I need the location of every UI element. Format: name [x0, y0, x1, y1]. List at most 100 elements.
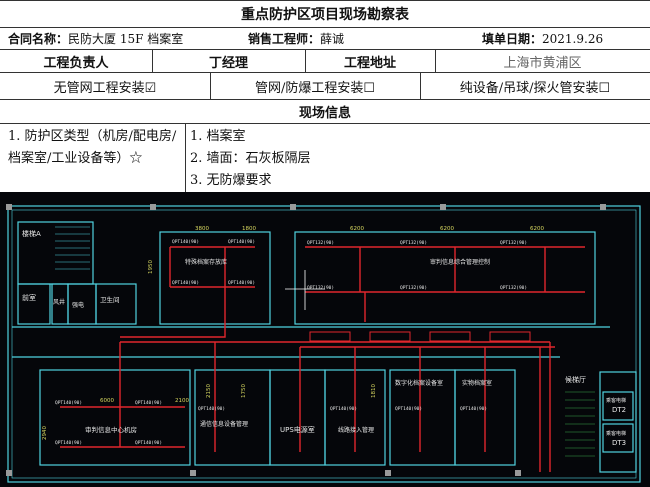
divider	[185, 124, 186, 192]
engineer-label: 销售工程师：	[248, 32, 321, 46]
cursor-crosshair	[285, 270, 325, 310]
manager-row: 工程负责人 丁经理 工程地址 上海市黄浦区	[0, 49, 650, 72]
gas-units	[309, 331, 531, 342]
ups-wall	[269, 369, 326, 466]
manager-label: 工程负责人	[43, 55, 109, 71]
date-value: 2021.9.26	[542, 31, 604, 46]
dimension: 2100	[175, 398, 189, 404]
unit-labels: QPT140(90) QPT140(90) QPT140(90) QPT140(…	[55, 239, 527, 446]
room-label: 风井	[53, 298, 65, 306]
divider	[435, 50, 436, 72]
unit-label: QPT140(90)	[460, 406, 487, 412]
inner-wall	[11, 209, 637, 479]
survey-table: 重点防护区项目现场勘察表 合同名称：民防大厦 15F 档案室 销售工程师：薛诚 …	[0, 0, 650, 193]
column	[150, 204, 156, 210]
dimension: 6200	[350, 226, 364, 232]
unit-label: QPT140(90)	[228, 280, 255, 286]
divider	[210, 73, 211, 99]
stair-steps	[55, 226, 90, 270]
lift-car	[602, 391, 634, 421]
dimension: 6200	[530, 226, 544, 232]
install-option-equipment[interactable]: 纯设备/吊球/探火管安装☐	[459, 80, 611, 96]
unit-label: QPT140(90)	[228, 239, 255, 245]
plan-text: 楼梯A 前室 风井 强电 卫生间 特殊档案存放库 审判信息综合管理控制 审判信息…	[22, 229, 626, 447]
contract-label: 合同名称：	[8, 32, 69, 46]
column	[600, 204, 606, 210]
wc-wall	[95, 283, 137, 325]
room-label: 前室	[22, 293, 36, 302]
contract-field: 合同名称：民防大厦 15F 档案室	[8, 28, 248, 49]
unit-label: QPT132(90)	[307, 285, 334, 291]
dimension: 1810	[371, 384, 377, 398]
room-label: 审判信息中心机房	[85, 425, 137, 434]
contract-row: 合同名称：民防大厦 15F 档案室 销售工程师：薛诚 填单日期：2021.9.2…	[0, 27, 650, 49]
pipe	[120, 322, 226, 338]
column	[385, 470, 391, 476]
contract-value: 民防大厦 15F 档案室	[68, 32, 184, 46]
gas-unit	[309, 331, 351, 342]
unit-label: QPT140(90)	[330, 406, 357, 412]
info-answers: 1. 档案室 2. 墙面：石灰板隔层 3. 无防爆要求	[190, 126, 640, 192]
net-wall	[294, 231, 596, 325]
install-option-pipe[interactable]: 管网/防爆工程安装☐	[254, 80, 376, 96]
unit-label: QPT132(90)	[307, 240, 334, 246]
date-label: 填单日期：	[482, 32, 543, 46]
install-option-pipeless[interactable]: 无管网工程安装☑	[53, 80, 157, 96]
divider	[420, 73, 421, 99]
unit-label: QPT140(90)	[55, 400, 82, 406]
column	[290, 204, 296, 210]
column	[6, 204, 12, 210]
title-row: 重点防护区项目现场勘察表	[0, 0, 650, 27]
sink-wall	[17, 283, 51, 325]
room-label: 候梯厅	[565, 375, 586, 384]
walls	[7, 205, 641, 483]
dimension: 1750	[241, 384, 247, 398]
room-label: 乘客电梯	[606, 397, 626, 404]
dimension: 3800	[195, 226, 209, 232]
dimension: 1950	[148, 260, 154, 274]
address-value: 上海市黄浦区	[503, 55, 582, 71]
column	[6, 470, 12, 476]
floor-plan: 楼梯A 前室 风井 强电 卫生间 特殊档案存放库 审判信息综合管理控制 审判信息…	[0, 192, 650, 487]
room-label: 特殊档案存放库	[185, 258, 227, 266]
column	[440, 204, 446, 210]
unit-label: QPT132(90)	[400, 240, 427, 246]
unit-label: QPT140(90)	[198, 406, 225, 412]
dimension: 1800	[242, 226, 256, 232]
dimension-text: 3800 1800 6200 6200 6200 6000 2100 1950 …	[42, 226, 544, 440]
unit-label: QPT132(90)	[400, 285, 427, 291]
info-answer: 1. 档案室	[190, 129, 246, 144]
unit-label: QPT140(90)	[172, 280, 199, 286]
gas-unit	[489, 331, 531, 342]
unit-label: QPT132(90)	[500, 285, 527, 291]
room-label: 乘客电梯	[606, 430, 626, 437]
columns	[6, 204, 606, 476]
room-label: UPS电源室	[280, 425, 315, 434]
center-wall	[39, 369, 191, 466]
info-row: 1. 防护区类型（机房/配电房/档案室/工业设备等）☆ 1. 档案室 2. 墙面…	[0, 123, 650, 192]
room-label: 数字化档案设备室	[395, 379, 443, 387]
manager-value: 丁经理	[208, 55, 248, 71]
lift-wall	[599, 371, 637, 473]
engineer-value: 薛诚	[320, 32, 345, 46]
floor-plan-drawing: 楼梯A 前室 风井 强电 卫生间 特殊档案存放库 审判信息综合管理控制 审判信息…	[6, 204, 641, 483]
column	[515, 470, 521, 476]
install-row: 无管网工程安装☑ 管网/防爆工程安装☐ 纯设备/吊球/探火管安装☐	[0, 72, 650, 99]
dimension: 2150	[206, 384, 212, 398]
room-label: 强电	[72, 301, 84, 309]
room-label: 审判信息综合管理控制	[430, 258, 490, 266]
address-label: 工程地址	[343, 55, 396, 71]
room-label: DT3	[612, 439, 626, 447]
room-label: 通信信息设备管理	[200, 420, 248, 428]
column	[190, 470, 196, 476]
room-label: 卫生间	[100, 295, 120, 304]
gas-unit	[429, 331, 471, 342]
info-answer: 2. 墙面：石灰板隔层	[190, 151, 311, 166]
engineer-field: 销售工程师：薛诚	[248, 28, 428, 49]
arch-wall	[159, 231, 271, 325]
dimension: 2940	[42, 426, 48, 440]
unit-label: QPT140(90)	[135, 440, 162, 446]
dimension: 6200	[440, 226, 454, 232]
gas-unit	[369, 331, 411, 342]
